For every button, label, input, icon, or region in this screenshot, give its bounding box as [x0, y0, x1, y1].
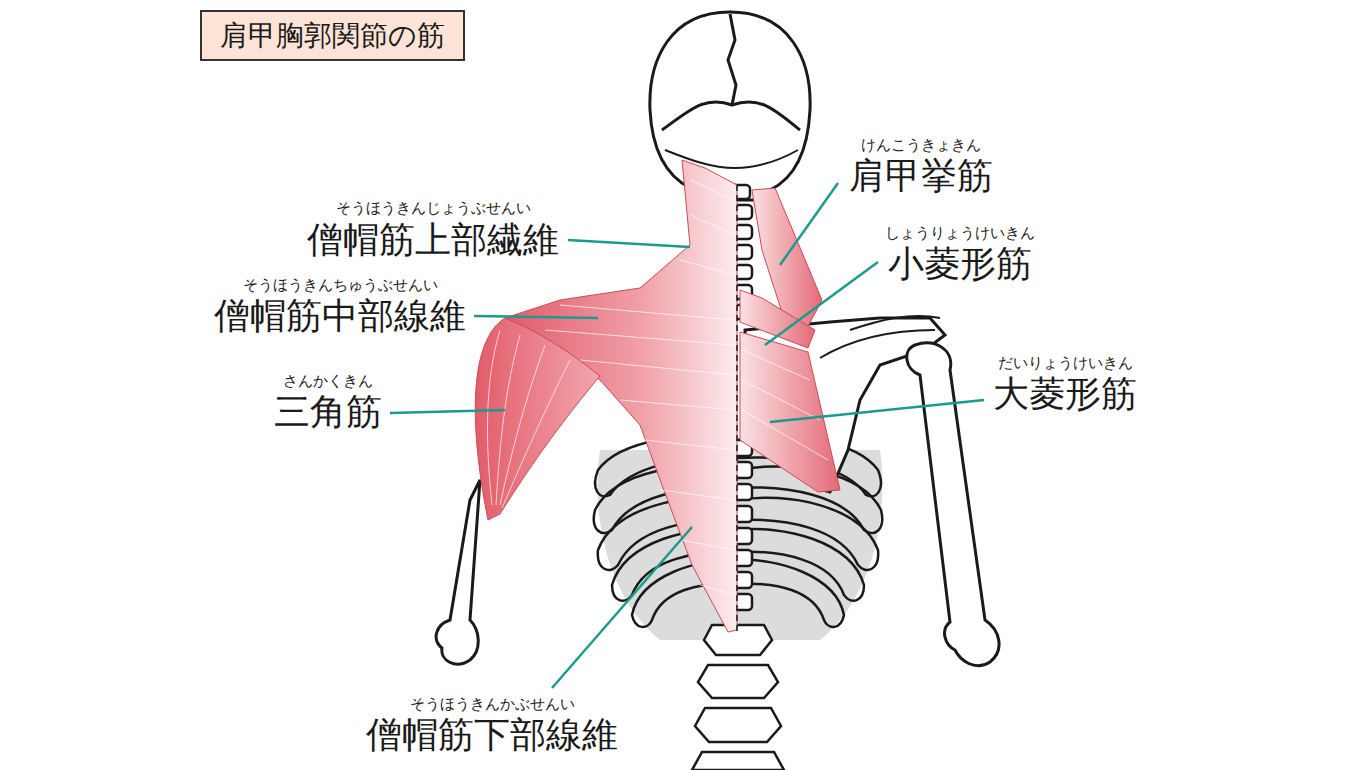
trapezius-muscle [680, 540, 735, 550]
leader-line [568, 240, 690, 247]
trapezius-muscle [690, 180, 735, 200]
muscle-name: 小菱形筋 [750, 244, 1170, 284]
title-box: 肩甲胸郭関節の筋 [200, 10, 465, 61]
skull [650, 12, 810, 200]
trapezius-muscle [690, 215, 735, 235]
deltoid-muscle [500, 345, 545, 505]
furigana-reading: そうほうきんかぶせんい [282, 696, 702, 713]
muscle-name: 三角筋 [118, 392, 538, 432]
muscle-name: 僧帽筋中部線維 [130, 296, 550, 336]
furigana-reading: けんこうきょきん [711, 137, 1131, 154]
trapezius-muscle [680, 260, 735, 275]
trapezius-muscle [620, 400, 735, 410]
midline [736, 185, 738, 632]
spine [692, 752, 784, 770]
leader-line [390, 410, 505, 413]
leader-line [770, 400, 984, 422]
furigana-reading: そうほうきんちゅうぶせんい [130, 277, 550, 294]
rib-cage [738, 498, 878, 570]
leader-line [780, 183, 838, 265]
rib-cage [598, 450, 883, 640]
trapezius-muscle [580, 360, 735, 375]
skull [650, 12, 810, 200]
furigana-reading: しょうりょうけいきん [750, 225, 1170, 242]
spine [704, 625, 772, 655]
spine [695, 708, 781, 742]
muscle-name: 僧帽筋下部線維 [282, 715, 702, 755]
trapezius-muscle [660, 490, 735, 500]
trapezius-muscle [545, 330, 735, 345]
furigana-reading: だいりょうけいきん [855, 355, 1275, 372]
rhomboid-major-muscle [740, 332, 840, 492]
rhomboid-major-muscle [740, 332, 840, 492]
deltoid-muscle [487, 330, 570, 508]
muscle-name: 大菱形筋 [855, 374, 1275, 414]
rhomboid-major-muscle [742, 350, 810, 380]
rhomboid-major-muscle [742, 350, 828, 460]
deltoid-muscle [475, 318, 600, 520]
humerus [907, 343, 999, 666]
rib-cage [738, 529, 864, 601]
leader-line [474, 316, 598, 318]
rhomboid-major-muscle [742, 380, 820, 420]
leader-line [765, 262, 878, 345]
trapezius-muscle [645, 440, 735, 450]
title-text: 肩甲胸郭関節の筋 [220, 19, 445, 52]
furigana-reading: そうほうきんじょうぶせんい [223, 200, 643, 217]
skull [662, 102, 800, 130]
humerus [436, 480, 480, 664]
deltoid-muscle [496, 335, 520, 505]
rib-cage [738, 560, 844, 627]
muscle-name: 肩甲挙筋 [711, 156, 1131, 196]
deltoid-muscle [475, 318, 600, 520]
skull [728, 14, 736, 105]
spine [698, 665, 778, 698]
furigana-reading: さんかくきん [118, 373, 538, 390]
deltoid-muscle [502, 360, 570, 508]
leader-line [552, 527, 692, 688]
muscle-name: 僧帽筋上部繊維 [223, 220, 643, 260]
scapula [850, 316, 940, 330]
trapezius-muscle [700, 585, 735, 595]
